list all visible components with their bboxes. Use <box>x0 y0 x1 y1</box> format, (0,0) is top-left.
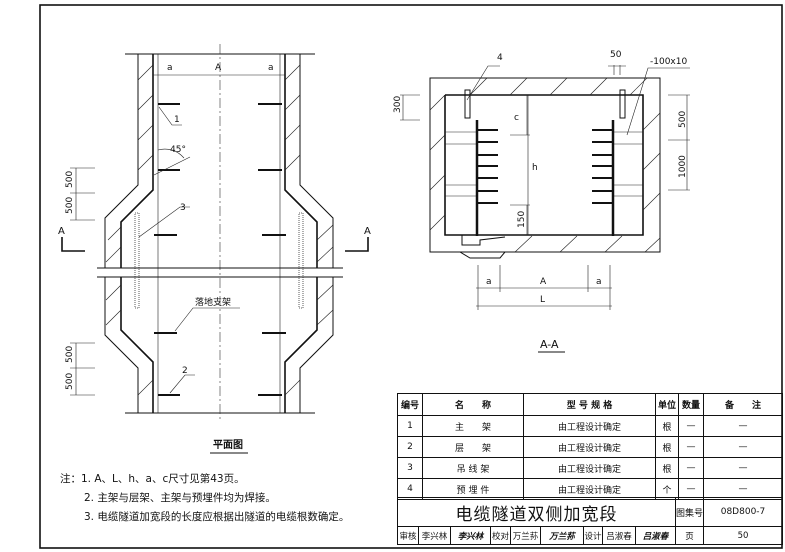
note-1: 1. A、L、h、a、c尺寸见第43页。 <box>81 473 245 485</box>
dim-L: L <box>540 295 545 305</box>
dim-500-1: 500 <box>65 171 75 188</box>
floor-bracket-label: 落地支架 <box>195 296 231 308</box>
angle-label: 45° <box>170 145 186 155</box>
atlas-number: 08D800-7 <box>703 497 784 527</box>
cell: 根 <box>655 415 679 437</box>
designer-name: 吕淑春 <box>602 526 636 545</box>
design-label: 设计 <box>583 526 603 545</box>
designer-signature: 吕淑春 <box>634 526 677 545</box>
col-no: 编号 <box>397 393 423 416</box>
dim-a-right: a <box>268 63 274 73</box>
cell: 1 <box>397 415 423 437</box>
dim-500-2: 500 <box>65 197 75 214</box>
page-number: 50 <box>703 526 784 545</box>
atlas-label: 图集号 <box>675 497 705 527</box>
callout-3: 3 <box>180 203 186 213</box>
cell: 吊 线 架 <box>422 457 524 479</box>
col-spec: 型 号 规 格 <box>523 393 656 416</box>
cell: 3 <box>397 457 423 479</box>
cell: 层 架 <box>422 436 524 458</box>
cell: 2 <box>397 436 423 458</box>
dim-a-left: a <box>486 277 492 287</box>
dim-150: 150 <box>517 211 527 228</box>
dim-1000: 1000 <box>678 155 688 178</box>
notes-prefix: 注： <box>60 473 81 485</box>
section-view: c h 150 300 500 1000 4 50 -100x10 a A a … <box>393 50 690 353</box>
dim-A: A <box>215 63 222 73</box>
title-block: 电缆隧道双侧加宽段 图集号 08D800-7 审核 李兴林 李兴林 校对 万兰荪… <box>396 497 784 545</box>
plan-title: 平面图 <box>213 439 243 451</box>
col-unit: 单位 <box>655 393 679 416</box>
dim-500: 500 <box>678 111 688 128</box>
dim-500-4: 500 <box>65 373 75 390</box>
cell: 由工程设计确定 <box>523 436 656 458</box>
dim-50: 50 <box>610 50 622 60</box>
callout-4: 4 <box>497 53 503 63</box>
table-header-row: 编号 名 称 型 号 规 格 单位 数量 备 注 <box>397 393 783 416</box>
dim-300: 300 <box>393 96 403 113</box>
dim-h: h <box>532 163 538 173</box>
section-title: A-A <box>540 338 559 351</box>
sheet-frame <box>39 4 783 549</box>
cell: 主 架 <box>422 415 524 437</box>
col-qty: 数量 <box>678 393 704 416</box>
callout-2: 2 <box>182 366 188 376</box>
cell: 根 <box>655 436 679 458</box>
note-3: 3. 电缆隧道加宽段的长度应根据出隧道的电缆根数确定。 <box>84 511 350 523</box>
cell: 由工程设计确定 <box>523 457 656 479</box>
check-label: 校对 <box>490 526 511 545</box>
dim-c: c <box>514 113 519 123</box>
notes: 注：1. A、L、h、a、c尺寸见第43页。 2. 主架与层架、主架与预埋件均为… <box>60 470 349 527</box>
cell: 根 <box>655 457 679 479</box>
cell: — <box>703 436 783 458</box>
col-name: 名 称 <box>422 393 524 416</box>
cell: — <box>678 415 704 437</box>
cell: — <box>703 457 783 479</box>
cell: 由工程设计确定 <box>523 415 656 437</box>
cell: — <box>678 457 704 479</box>
note-2: 2. 主架与层架、主架与预埋件均为焊接。 <box>84 492 276 504</box>
plate-spec: -100x10 <box>650 57 687 67</box>
cell: — <box>703 415 783 437</box>
reviewer-signature: 李兴林 <box>450 526 491 545</box>
reviewer-name: 李兴林 <box>418 526 451 545</box>
plan-view: 45° a A a 1 3 2 落地支架 500 500 500 500 A A… <box>58 44 371 454</box>
page-label: 页 <box>675 526 705 545</box>
dim-a-right: a <box>596 277 602 287</box>
cell: — <box>678 436 704 458</box>
drawing-title: 电缆隧道双侧加宽段 <box>396 497 677 527</box>
section-mark-right: A <box>364 226 371 237</box>
checker-signature: 万兰荪 <box>540 526 584 545</box>
callout-1: 1 <box>174 115 180 125</box>
dim-a-left: a <box>167 63 173 73</box>
review-label: 审核 <box>397 526 419 545</box>
checker-name: 万兰荪 <box>510 526 541 545</box>
section-mark-left: A <box>58 226 65 237</box>
col-remark: 备 注 <box>703 393 783 416</box>
dim-A: A <box>540 277 547 287</box>
dim-500-3: 500 <box>65 346 75 363</box>
